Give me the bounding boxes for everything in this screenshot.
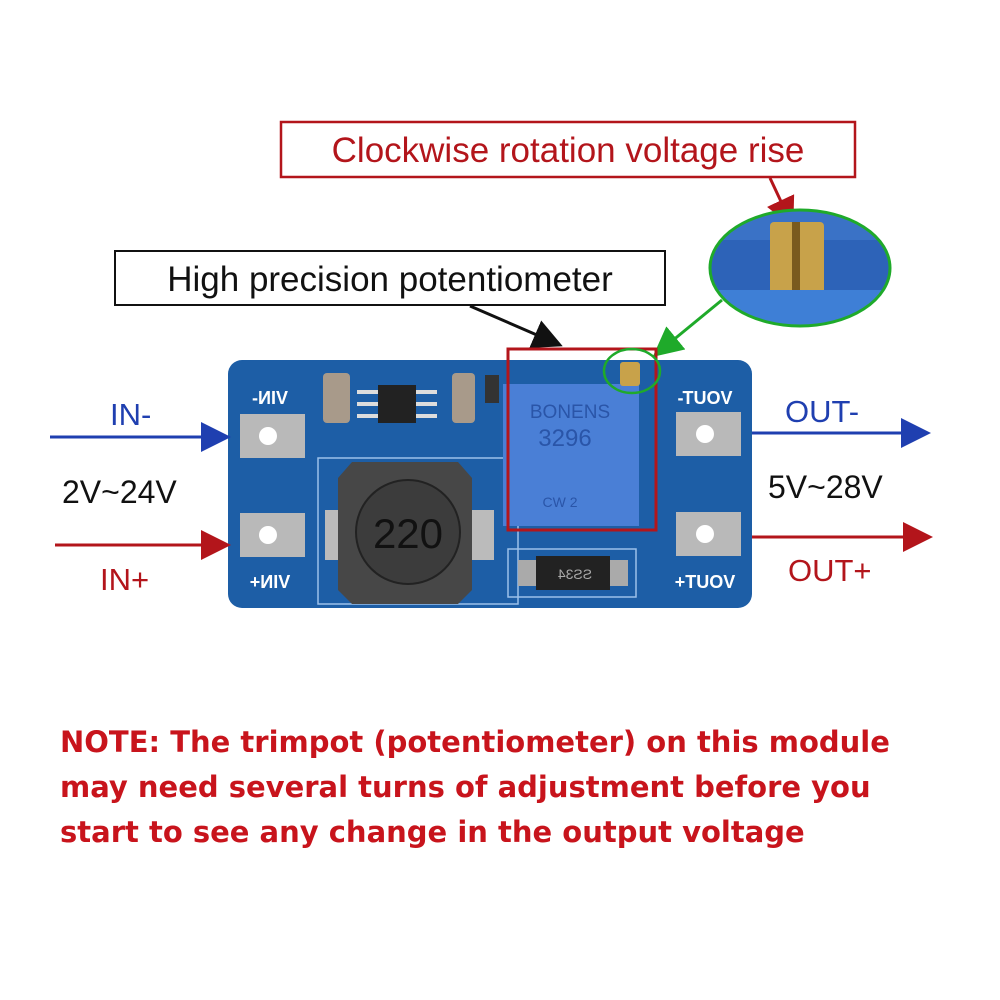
vout-minus-silkscreen: VOUT- — [677, 388, 732, 408]
vout-plus-silkscreen: VOUT+ — [675, 572, 736, 592]
inset-arrow — [652, 298, 723, 357]
capacitor — [323, 373, 350, 423]
vout-minus-pad — [676, 412, 741, 456]
out-plus-label: OUT+ — [788, 553, 872, 588]
resistor — [485, 375, 499, 403]
trimmer-screw — [620, 362, 640, 386]
clockwise-label: Clockwise rotation voltage rise — [332, 131, 805, 170]
vin-minus-silkscreen: VIN- — [252, 388, 288, 408]
trimmer-zoom-inset — [652, 208, 892, 357]
inductor: 220 — [325, 462, 494, 604]
pot-marking: CW 2 — [543, 494, 578, 510]
pot-model: 3296 — [538, 425, 591, 452]
diode: SS34 — [507, 548, 637, 598]
out-minus-label: OUT- — [785, 394, 859, 429]
note-line: start to see any change in the output vo… — [60, 815, 805, 849]
adjustment-note: NOTE: The trimpot (potentiometer) on thi… — [60, 720, 980, 855]
clockwise-callout: Clockwise rotation voltage rise — [279, 120, 857, 228]
diode-marking: SS34 — [558, 566, 592, 582]
potentiometer-label: High precision potentiometer — [167, 260, 613, 299]
in-minus-label: IN- — [110, 397, 151, 432]
input-terminals: IN- 2V~24V IN+ — [50, 397, 231, 597]
vout-plus-pad — [676, 512, 741, 556]
ic-chip — [357, 385, 437, 423]
output-range: 5V~28V — [768, 469, 883, 505]
capacitor — [452, 373, 475, 423]
potentiometer-highlight — [506, 347, 658, 532]
boost-converter-board: VIN- VIN+ VOUT- VOUT+ 220 BONENS 3296 CW… — [228, 347, 752, 608]
vin-plus-pad — [240, 513, 305, 557]
output-terminals: OUT- 5V~28V OUT+ — [752, 394, 933, 588]
inductor-marking: 220 — [373, 510, 443, 557]
trimmer-highlight — [602, 347, 662, 395]
trimmer-potentiometer: BONENS 3296 CW 2 — [503, 362, 640, 526]
note-line: may need several turns of adjustment bef… — [60, 770, 871, 804]
note-line: NOTE: The trimpot (potentiometer) on thi… — [60, 725, 890, 759]
vin-plus-silkscreen: VIN+ — [250, 572, 291, 592]
pot-brand: BONENS — [530, 402, 610, 423]
potentiometer-callout: High precision potentiometer — [114, 250, 666, 349]
potentiometer-arrow — [469, 304, 563, 349]
in-plus-label: IN+ — [100, 562, 149, 597]
vin-minus-pad — [240, 414, 305, 458]
input-range: 2V~24V — [62, 474, 177, 510]
